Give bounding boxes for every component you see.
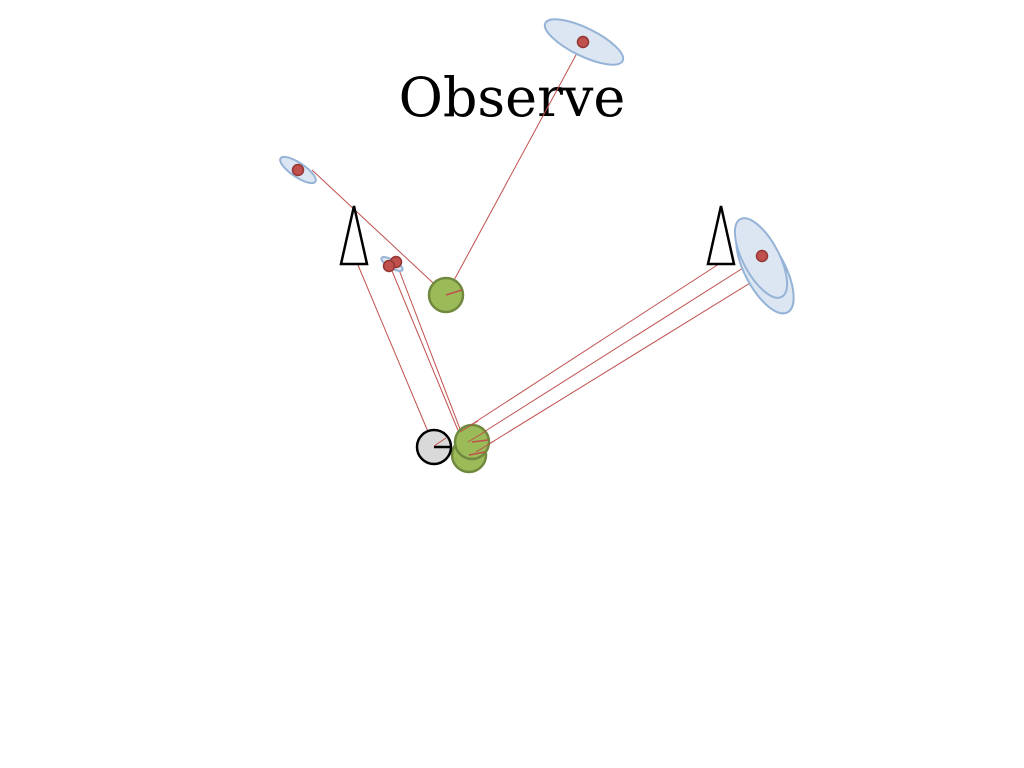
observation-lines [311,41,769,456]
pose-headings [445,289,489,456]
landmarks [291,35,769,273]
left-beacon-icon [339,205,369,266]
observation-line [311,169,447,296]
observation-line [467,255,763,443]
observation-line [395,261,471,456]
observation-line [445,41,584,296]
observation-line [459,420,479,433]
right-beacon-icon [706,205,736,266]
beacons [339,205,736,266]
slide-title: Observe [398,66,626,129]
observation-line [389,265,463,441]
pose-heading-tick [471,439,489,443]
pose-heading-tick [468,451,486,456]
landmark-dot [576,35,590,49]
uncertainty-ellipses [279,18,795,315]
observation-line [433,437,447,447]
observation-line [354,257,435,447]
landmark-dot [755,249,769,263]
landmark-dot [291,163,305,177]
observation-line [459,261,723,433]
observation-line [475,271,769,453]
observation-lines-overlay [433,420,495,453]
robot [415,428,453,466]
landmark-dot [382,259,396,273]
observation-line [475,440,495,453]
pose-heading-tick [445,289,463,296]
observation-line [467,430,487,443]
